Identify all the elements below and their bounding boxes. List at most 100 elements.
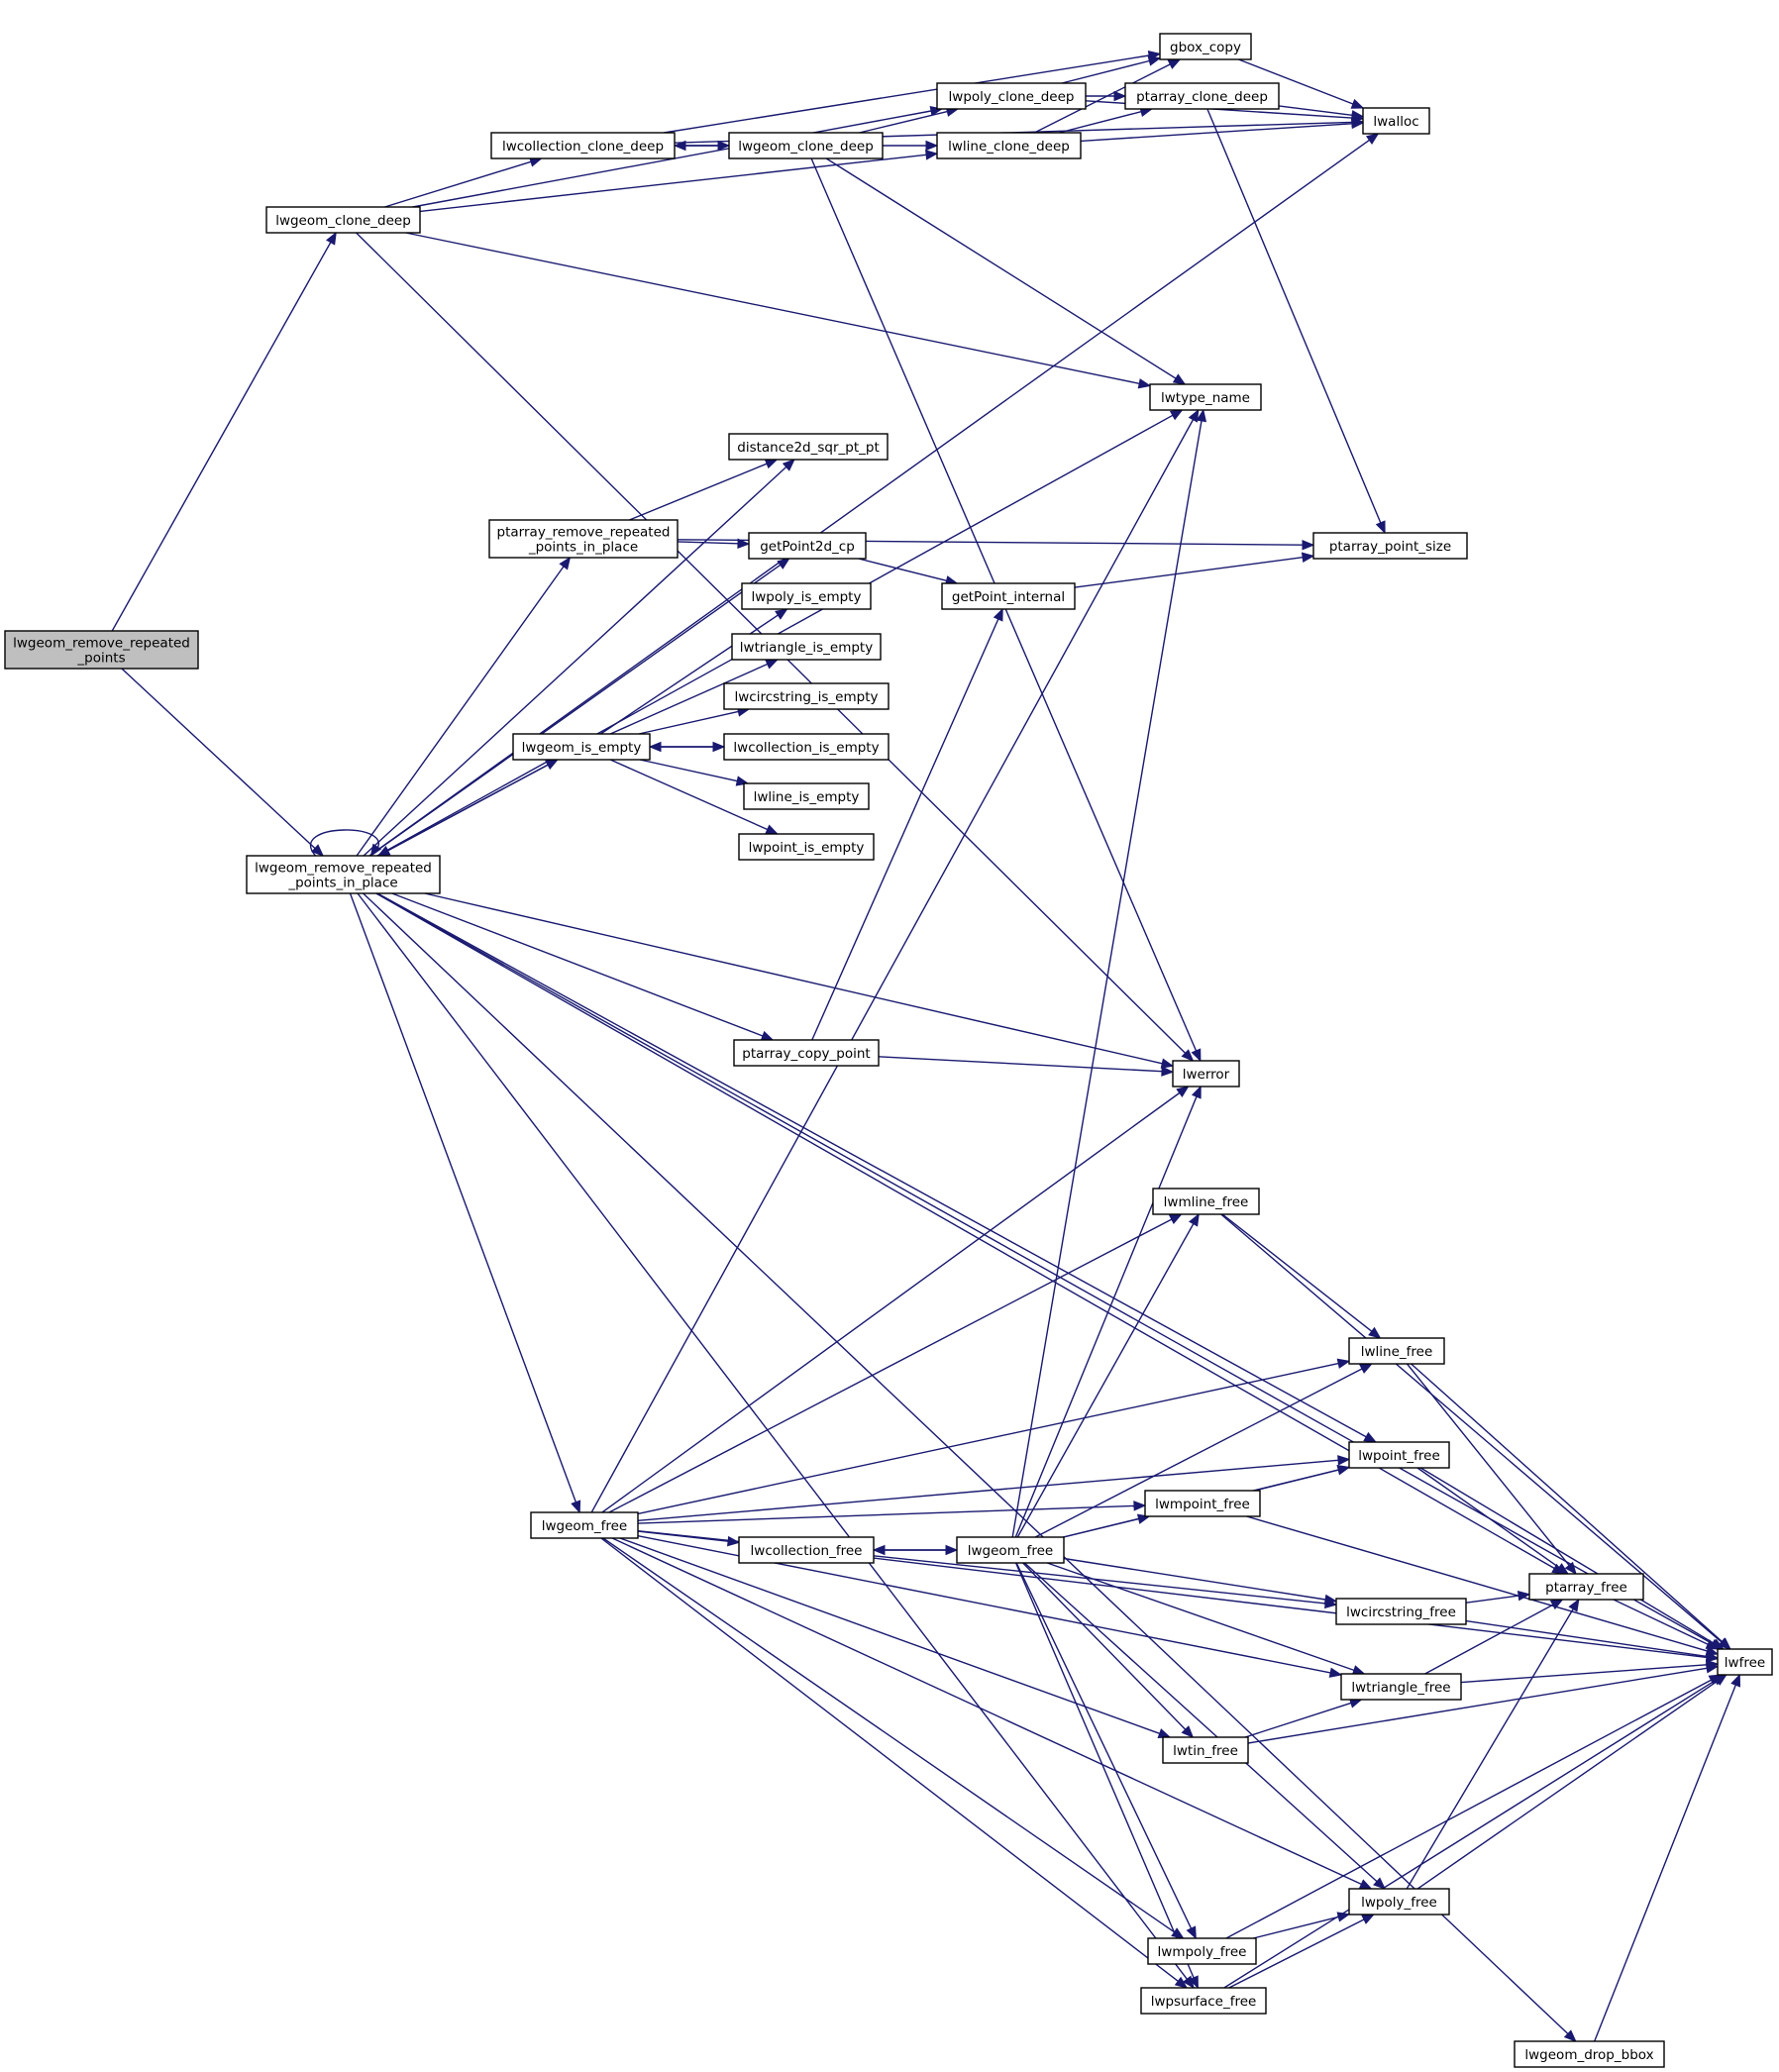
node-label: lwerror [1183, 1067, 1230, 1083]
node-lwline-empty[interactable]: lwline_is_empty [743, 782, 870, 810]
node-ptarray-free[interactable]: ptarray_free [1528, 1573, 1644, 1601]
edge-lwmpoly-free-to-lwfree [1225, 1674, 1723, 1939]
node-getpt2d[interactable]: getPoint2d_cp [748, 532, 867, 560]
node-label: gbox_copy [1170, 40, 1241, 55]
node-label: lwgeom_free [968, 1543, 1053, 1559]
node-lwcoll-empty[interactable]: lwcollection_is_empty [723, 733, 890, 761]
node-box [246, 855, 441, 894]
node-lwpoint-empty[interactable]: lwpoint_is_empty [738, 833, 875, 861]
edge-lwcirc-free-to-ptarray-free [1465, 1591, 1531, 1604]
node-box [1140, 1987, 1267, 2015]
edge-lwline-free-to-ptarray-free [1406, 1363, 1577, 1576]
node-lwcoll-free[interactable]: lwcollection_free [738, 1536, 875, 1564]
node-pa-point-size[interactable]: ptarray_point_size [1312, 532, 1468, 560]
edge-drop-bbox-to-lwfree [1594, 1673, 1741, 2042]
node-box [1149, 383, 1262, 411]
edge-lwgeom-empty-to-lwline-empty [639, 759, 750, 786]
edge-pa-copy-point-to-lwerror [878, 1056, 1175, 1077]
edge-lwgeom-empty-to-lwcirc-empty [638, 706, 751, 735]
node-lwgeom-empty[interactable]: lwgeom_is_empty [512, 733, 651, 761]
edge-lwmpoint-free-to-lwfree [1246, 1515, 1720, 1656]
node-box [936, 82, 1087, 110]
node-lwfree[interactable]: lwfree [1717, 1648, 1773, 1676]
node-box [1335, 1598, 1467, 1625]
edge-lwgeom-free2-to-lwpoly-free [1023, 1562, 1387, 1890]
node-gbox-copy[interactable]: gbox_copy [1159, 33, 1252, 60]
node-label: lwalloc [1373, 114, 1418, 130]
node-lwpsurf-free[interactable]: lwpsurface_free [1140, 1987, 1267, 2015]
node-lwerror[interactable]: lwerror [1172, 1060, 1240, 1088]
node-rrp-in-place[interactable]: lwgeom_remove_repeated_points_in_place [246, 855, 441, 894]
node-box [265, 206, 421, 234]
edge-lwgeom-free2-to-lwtype-name [1011, 408, 1207, 1538]
node-lwline-free[interactable]: lwline_free [1348, 1337, 1445, 1365]
node-lwgeom-clone2[interactable]: lwgeom_clone_deep [728, 132, 884, 159]
node-pa-copy-point[interactable]: ptarray_copy_point [733, 1039, 880, 1067]
node-lwcirc-free[interactable]: lwcircstring_free [1335, 1598, 1467, 1625]
node-lwmpoint-free[interactable]: lwmpoint_free [1144, 1490, 1261, 1517]
edge-lwline-clone-to-lwalloc [1080, 118, 1365, 143]
node-drop-bbox[interactable]: lwgeom_drop_bbox [1514, 2040, 1665, 2068]
node-label: lwcollection_free [751, 1543, 863, 1559]
node-label: lwgeom_clone_deep [738, 139, 874, 155]
node-box [1312, 532, 1468, 560]
edge-lwgeom-free1-to-lwtin-free [619, 1537, 1172, 1739]
node-box [743, 782, 870, 810]
edge-getpt-int-to-pa-point-size [1074, 552, 1315, 588]
call-edges [111, 50, 1741, 2042]
node-pa-rrp[interactable]: ptarray_remove_repeated_points_in_place [488, 519, 679, 559]
node-lwpoly-empty[interactable]: lwpoly_is_empty [741, 582, 872, 610]
node-box [1717, 1648, 1773, 1676]
edge-lwgeom-free2-to-lwtin-free [1022, 1562, 1195, 1738]
edge-lwgeom-free1-to-lwpoly-free [611, 1537, 1373, 1890]
function-nodes: lwgeom_remove_repeated_pointslwgeom_clon… [4, 33, 1773, 2068]
node-box [956, 1536, 1065, 1564]
edge-ptarray-clone-to-pa-point-size [1206, 108, 1386, 535]
node-lwpoly-clone[interactable]: lwpoly_clone_deep [936, 82, 1087, 110]
node-label: lwline_clone_deep [948, 139, 1070, 155]
edge-lwmpoint-free-to-lwpoint-free [1254, 1465, 1351, 1492]
node-label: _points_in_place [287, 876, 397, 891]
node-box [1348, 1337, 1445, 1365]
node-lwtype-name[interactable]: lwtype_name [1149, 383, 1262, 411]
edge-lwgeom-clone2-to-lwcoll-clone [673, 140, 729, 152]
node-clone-deep[interactable]: lwgeom_clone_deep [265, 206, 421, 234]
node-lwcoll-clone[interactable]: lwcollection_clone_deep [490, 132, 676, 159]
node-box [1172, 1060, 1240, 1088]
node-label: lwtriangle_is_empty [740, 640, 873, 656]
node-label: lwmpoly_free [1158, 1944, 1247, 1960]
node-lwtin-free[interactable]: lwtin_free [1162, 1736, 1249, 1764]
node-label: _points_in_place [528, 540, 638, 556]
edge-lwgeom-clone2-to-lwline-clone [883, 140, 939, 152]
node-label: distance2d_sqr_pt_pt [737, 440, 880, 456]
node-lwcirc-empty[interactable]: lwcircstring_is_empty [723, 682, 890, 710]
node-lwtri-free[interactable]: lwtriangle_free [1340, 1673, 1462, 1701]
edge-lwgeom-free1-to-lwmpoly-free [602, 1537, 1185, 1939]
node-lwtri-empty[interactable]: lwtriangle_is_empty [731, 633, 882, 661]
node-lwpoint-free[interactable]: lwpoint_free [1348, 1441, 1450, 1469]
edge-lwgeom-free2-to-lwcoll-free [872, 1544, 957, 1556]
node-lwline-clone[interactable]: lwline_clone_deep [936, 132, 1082, 159]
node-ptarray-clone[interactable]: ptarray_clone_deep [1124, 82, 1280, 110]
node-label: lwpoly_free [1361, 1895, 1437, 1911]
node-box [490, 132, 676, 159]
node-lwpoly-free[interactable]: lwpoly_free [1348, 1888, 1450, 1916]
node-lwgeom-free1[interactable]: lwgeom_free [530, 1511, 639, 1539]
node-lwmline-free[interactable]: lwmline_free [1152, 1188, 1260, 1215]
node-dist2d[interactable]: distance2d_sqr_pt_pt [728, 433, 889, 461]
node-getpt-int[interactable]: getPoint_internal [941, 582, 1076, 610]
node-label: lwgeom_free [542, 1518, 627, 1534]
node-label: getPoint_internal [952, 589, 1065, 605]
node-lwmpoly-free[interactable]: lwmpoly_free [1147, 1937, 1257, 1965]
node-box [936, 132, 1082, 159]
node-box [488, 519, 679, 559]
edge-lwcirc-free-to-lwfree [1465, 1619, 1720, 1662]
edge-lwgeom-free2-to-lwmline-free [1016, 1212, 1200, 1538]
node-label: lwpoint_is_empty [749, 840, 865, 856]
edge-lwpoly-free-to-ptarray-free [1406, 1598, 1580, 1890]
edge-lwgeom-free1-to-lwpsurf-free [600, 1537, 1189, 1989]
node-lwgeom-free2[interactable]: lwgeom_free [956, 1536, 1065, 1564]
edge-lwpoly-clone-to-gbox-copy [1061, 55, 1162, 84]
edge-lwgeom-free1-to-lwtype-name [590, 408, 1200, 1513]
node-lwalloc[interactable]: lwalloc [1362, 107, 1430, 135]
